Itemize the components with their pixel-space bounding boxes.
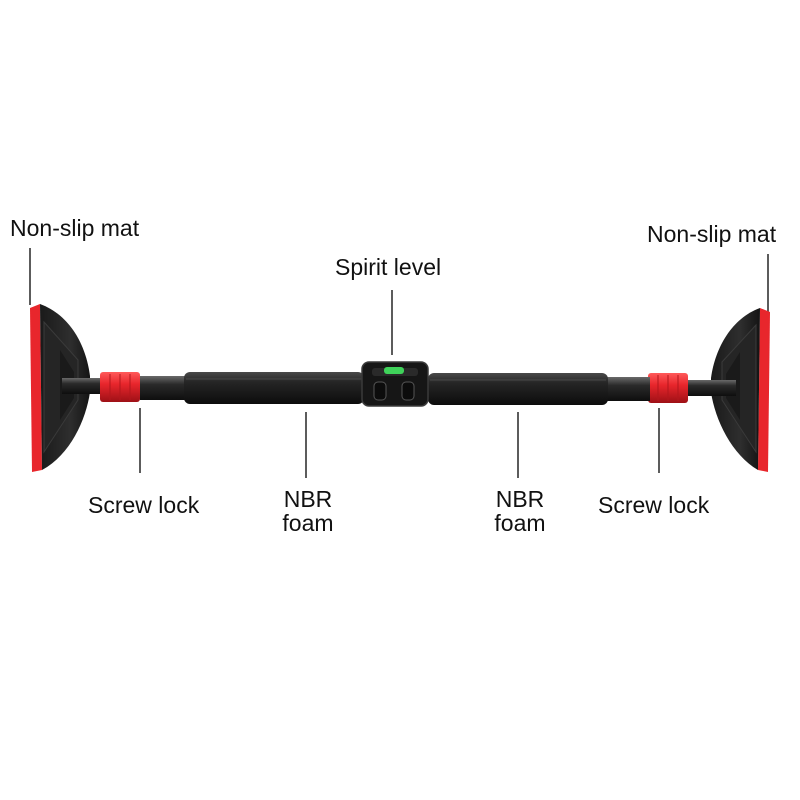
- spirit-level-bubble: [384, 367, 404, 374]
- screw-lock-right: [648, 373, 688, 403]
- label-nbr-foam-right-line2: foam: [494, 510, 546, 536]
- tube-left: [140, 376, 188, 400]
- label-screw-lock-right: Screw lock: [598, 492, 710, 518]
- spirit-level-housing: [361, 361, 429, 407]
- label-non-slip-mat-left: Non-slip mat: [10, 215, 140, 241]
- tube-right: [604, 377, 650, 401]
- rod-right-thin: [684, 380, 736, 396]
- label-nbr-foam-left-line2: foam: [282, 510, 334, 536]
- label-nbr-foam-left-line1: NBR: [283, 486, 333, 512]
- foam-left: [184, 372, 364, 404]
- label-non-slip-mat-right: Non-slip mat: [647, 221, 777, 247]
- screw-lock-left: [100, 372, 140, 402]
- label-nbr-foam-right: NBR foam: [480, 487, 560, 535]
- rod-left-thin: [62, 378, 102, 394]
- label-spirit-level: Spirit level: [335, 254, 442, 280]
- foam-right: [428, 373, 608, 405]
- label-nbr-foam-right-line1: NBR: [495, 486, 545, 512]
- label-screw-lock-left: Screw lock: [88, 492, 200, 518]
- leader-lines: [29, 248, 769, 478]
- label-nbr-foam-left: NBR foam: [268, 487, 348, 535]
